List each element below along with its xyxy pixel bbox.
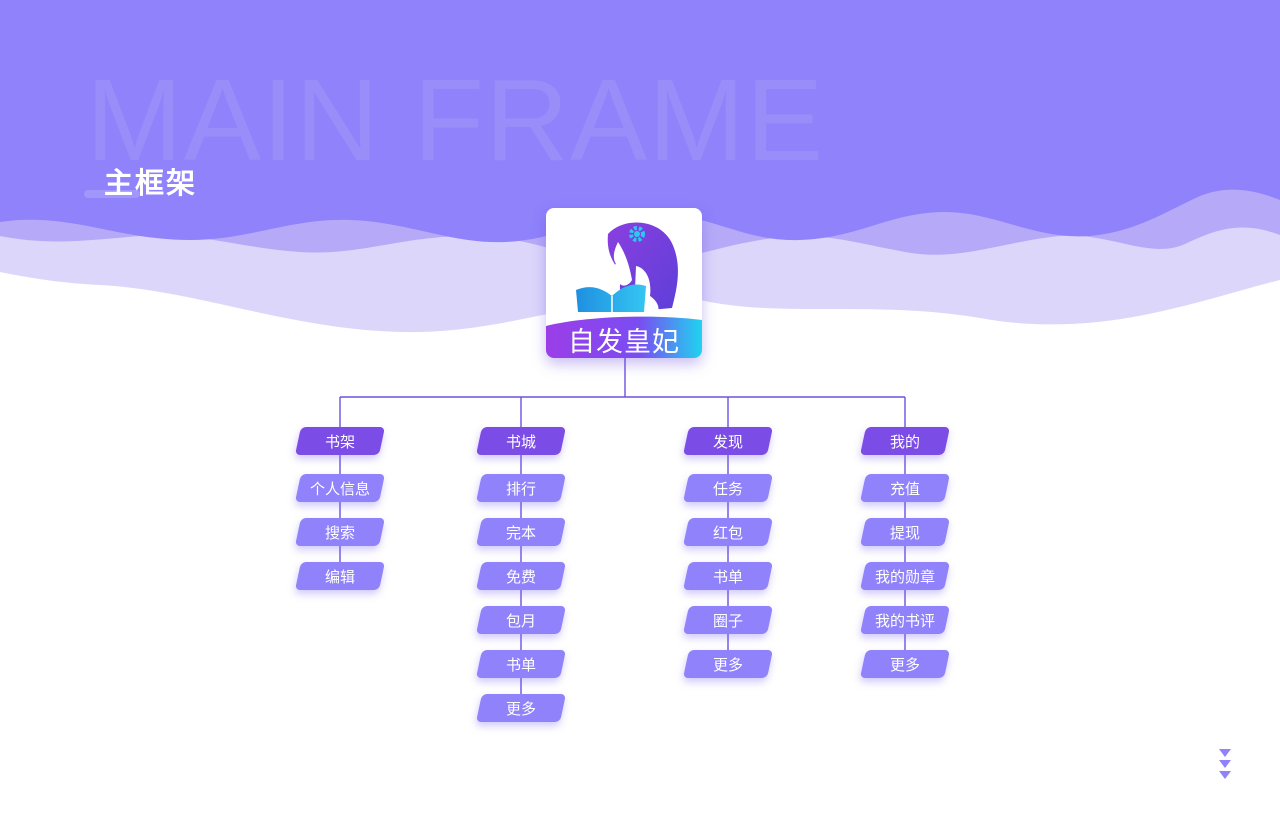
node-label: 更多 bbox=[505, 699, 536, 718]
node-label: 更多 bbox=[889, 655, 920, 674]
menu-item-node[interactable]: 我的书评 bbox=[863, 606, 947, 634]
node-label: 更多 bbox=[712, 655, 743, 674]
reading-woman-logo-icon bbox=[546, 222, 702, 358]
node-label: 完本 bbox=[505, 523, 536, 542]
node-label: 书单 bbox=[505, 655, 536, 674]
menu-item-node[interactable]: 更多 bbox=[863, 650, 947, 678]
menu-item-node[interactable]: 充值 bbox=[863, 474, 947, 502]
node-label: 任务 bbox=[712, 479, 743, 498]
triangle-down-icon[interactable] bbox=[1218, 748, 1232, 780]
category-node[interactable]: 书城 bbox=[479, 427, 563, 455]
menu-item-node[interactable]: 书单 bbox=[686, 562, 770, 590]
menu-item-node[interactable]: 圈子 bbox=[686, 606, 770, 634]
node-label: 充值 bbox=[889, 479, 920, 498]
node-label: 我的勋章 bbox=[874, 567, 935, 586]
menu-item-node[interactable]: 红包 bbox=[686, 518, 770, 546]
category-node[interactable]: 发现 bbox=[686, 427, 770, 455]
app-logo[interactable]: 自发皇妃 bbox=[546, 208, 702, 358]
menu-item-node[interactable]: 免费 bbox=[479, 562, 563, 590]
menu-item-node[interactable]: 书单 bbox=[479, 650, 563, 678]
node-label: 书单 bbox=[712, 567, 743, 586]
category-node[interactable]: 我的 bbox=[863, 427, 947, 455]
node-label: 红包 bbox=[712, 523, 743, 542]
menu-item-node[interactable]: 提现 bbox=[863, 518, 947, 546]
menu-item-node[interactable]: 任务 bbox=[686, 474, 770, 502]
node-label: 免费 bbox=[505, 567, 536, 586]
menu-item-node[interactable]: 完本 bbox=[479, 518, 563, 546]
menu-item-node[interactable]: 编辑 bbox=[298, 562, 382, 590]
menu-item-node[interactable]: 个人信息 bbox=[298, 474, 382, 502]
background-watermark-text: MAIN FRAME bbox=[86, 55, 825, 185]
node-label: 排行 bbox=[505, 479, 536, 498]
logo-text: 自发皇妃 bbox=[568, 327, 680, 358]
node-label: 书城 bbox=[505, 432, 536, 451]
category-node[interactable]: 书架 bbox=[298, 427, 382, 455]
node-label: 圈子 bbox=[712, 611, 743, 630]
menu-item-node[interactable]: 搜索 bbox=[298, 518, 382, 546]
node-label: 我的书评 bbox=[874, 611, 935, 630]
menu-item-node[interactable]: 更多 bbox=[686, 650, 770, 678]
node-label: 搜索 bbox=[324, 523, 355, 542]
node-label: 个人信息 bbox=[309, 479, 370, 498]
node-label: 提现 bbox=[889, 523, 920, 542]
menu-item-node[interactable]: 更多 bbox=[479, 694, 563, 722]
node-label: 我的 bbox=[889, 432, 920, 451]
title-underline-decoration bbox=[84, 190, 140, 198]
menu-item-node[interactable]: 排行 bbox=[479, 474, 563, 502]
node-label: 书架 bbox=[324, 432, 355, 451]
node-label: 发现 bbox=[712, 432, 743, 451]
menu-item-node[interactable]: 我的勋章 bbox=[863, 562, 947, 590]
page-title: 主框架 bbox=[104, 166, 198, 200]
node-label: 包月 bbox=[505, 611, 536, 630]
menu-item-node[interactable]: 包月 bbox=[479, 606, 563, 634]
node-label: 编辑 bbox=[324, 567, 355, 586]
